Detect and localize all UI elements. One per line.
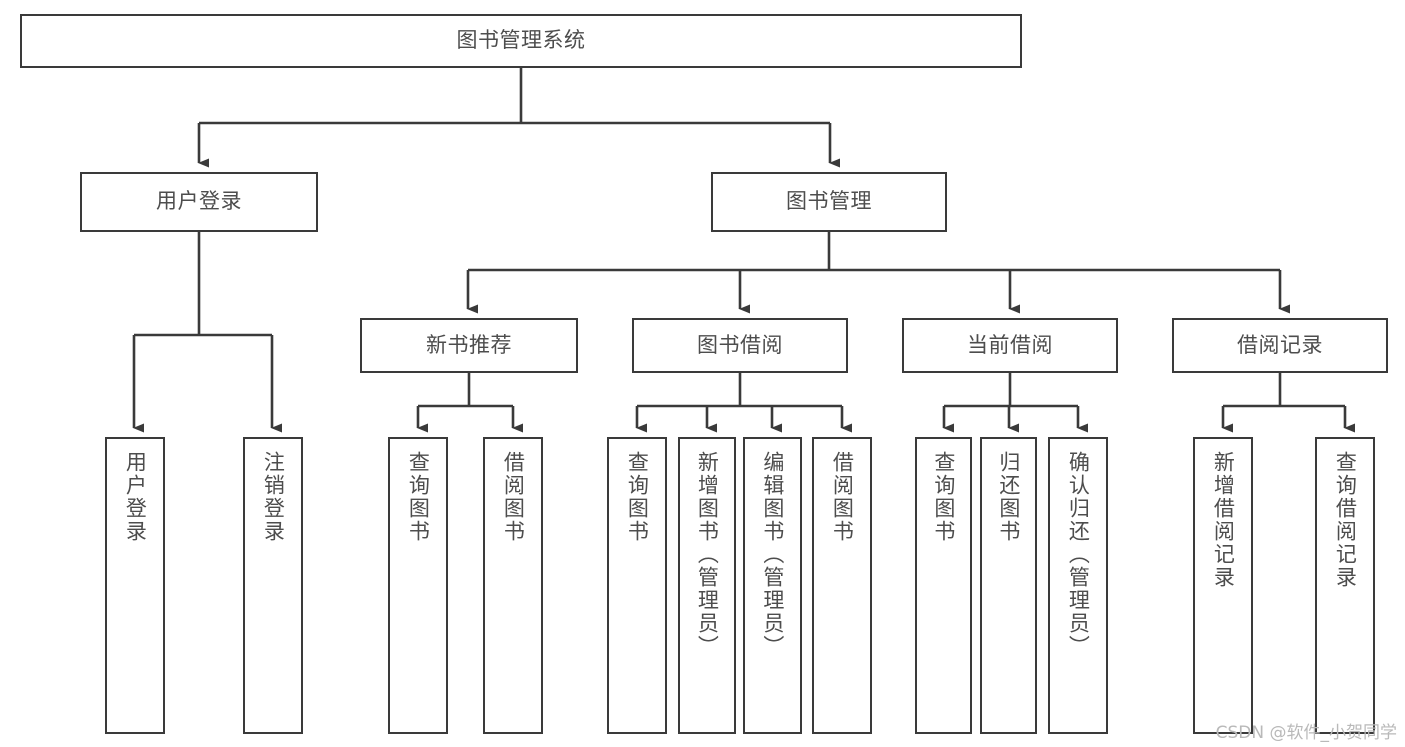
leaf-edit-book-admin[interactable]: 编辑图书（管理员） [743,437,802,734]
node-label: 用户登录 [156,189,242,214]
node-label: 当前借阅 [967,332,1053,357]
node-label: 查询借阅记录 [1333,451,1358,589]
node-label: 归还图书 [996,451,1021,543]
node-book-management[interactable]: 图书管理 [711,172,947,232]
node-label: 注销登录 [261,451,286,543]
node-label: 新增借阅记录 [1211,451,1236,589]
node-label: 图书管理 [786,189,872,214]
node-label: 编辑图书（管理员） [760,451,785,658]
node-label: 借阅图书 [501,451,526,543]
node-label: 图书管理系统 [456,28,586,53]
node-label: 查询图书 [625,451,650,543]
leaf-add-book-admin[interactable]: 新增图书（管理员） [678,437,736,734]
node-label: 用户登录 [123,451,148,543]
node-new-book-recommendation[interactable]: 新书推荐 [360,318,578,373]
node-label: 新书推荐 [426,332,512,357]
leaf-add-borrow-record[interactable]: 新增借阅记录 [1193,437,1253,734]
leaf-user-login[interactable]: 用户登录 [105,437,165,734]
node-label: 图书借阅 [697,332,783,357]
leaf-confirm-return-admin[interactable]: 确认归还（管理员） [1048,437,1108,734]
leaf-query-books-borrow[interactable]: 查询图书 [607,437,667,734]
node-book-borrowing[interactable]: 图书借阅 [632,318,848,373]
node-label: 查询图书 [406,451,431,543]
node-label: 借阅记录 [1237,332,1323,357]
leaf-query-books-newbook[interactable]: 查询图书 [388,437,448,734]
node-label: 借阅图书 [830,451,855,543]
leaf-query-books-current[interactable]: 查询图书 [915,437,972,734]
leaf-return-books[interactable]: 归还图书 [980,437,1037,734]
node-label: 查询图书 [931,451,956,543]
leaf-borrow-books-newbook[interactable]: 借阅图书 [483,437,543,734]
leaf-borrow-books[interactable]: 借阅图书 [812,437,872,734]
node-borrow-records[interactable]: 借阅记录 [1172,318,1388,373]
leaf-logout[interactable]: 注销登录 [243,437,303,734]
node-root-system[interactable]: 图书管理系统 [20,14,1022,68]
node-user-login[interactable]: 用户登录 [80,172,318,232]
node-current-borrowing[interactable]: 当前借阅 [902,318,1118,373]
leaf-query-borrow-record[interactable]: 查询借阅记录 [1315,437,1375,734]
node-label: 新增图书（管理员） [695,451,720,658]
node-label: 确认归还（管理员） [1066,451,1091,658]
